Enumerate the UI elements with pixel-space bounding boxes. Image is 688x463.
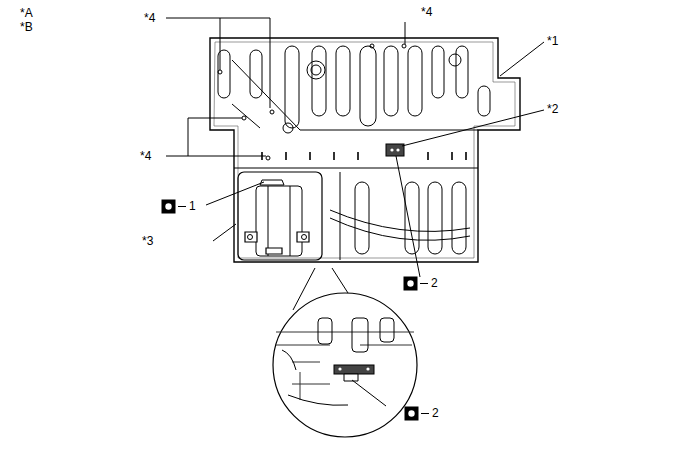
part-callout: *4: [420, 5, 433, 19]
part-callout: *1: [546, 34, 559, 48]
bolt-icon: [162, 200, 429, 420]
callout-number: 2: [431, 406, 440, 420]
callout-number: 2: [430, 276, 439, 290]
panel-outline: [210, 38, 520, 262]
view-label: *B: [19, 20, 34, 34]
part-callout: *2: [546, 102, 559, 116]
part-callout: *4: [143, 11, 156, 25]
callout-number: 1: [188, 199, 197, 213]
part-callout: *3: [141, 234, 154, 248]
part-callout: *4: [139, 149, 152, 163]
view-label: *A: [19, 6, 34, 20]
